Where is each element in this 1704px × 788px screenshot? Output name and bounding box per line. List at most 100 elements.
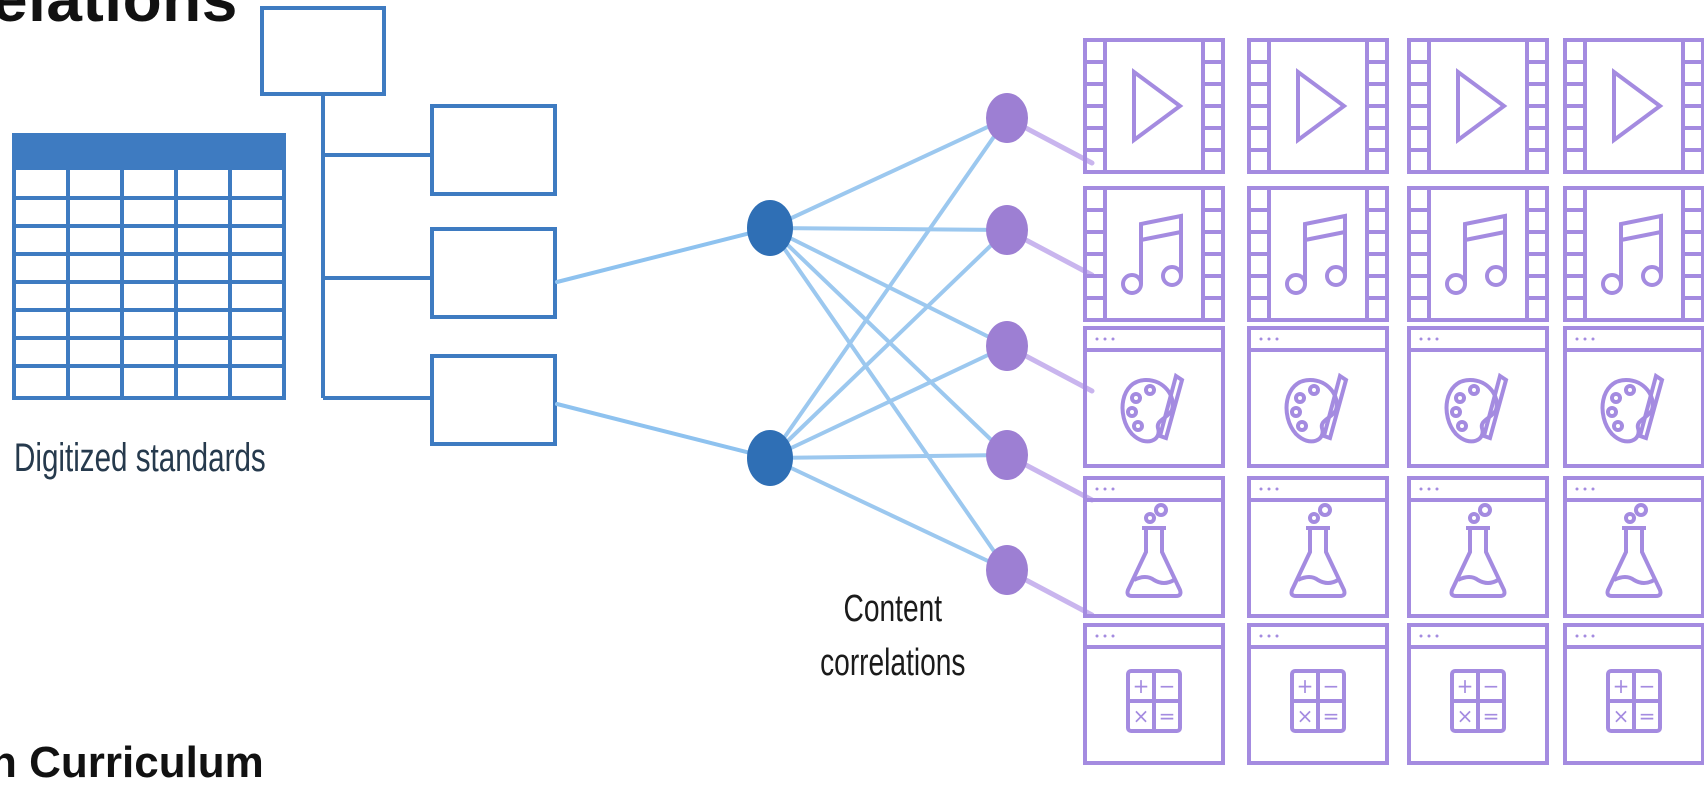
node-mesh-links [768,116,1009,572]
note-stem [1139,213,1183,284]
content-tile-art [1083,326,1225,468]
content-correlations-label: Content correlations [804,582,982,690]
window-dot [1259,634,1263,638]
paint-dot [1606,406,1618,418]
content-node [986,430,1028,480]
calculator-key: − [1323,674,1340,698]
music-note-icon [1601,213,1663,295]
content-tile-science [1247,476,1389,618]
window-dot [1591,487,1595,491]
link-line [768,453,1009,460]
window-dot [1275,487,1279,491]
curriculum-title-fragment: n Curriculum [0,738,264,787]
window-dot [1427,634,1431,638]
content-tile-math: +−×= [1407,623,1549,765]
calculator-key: − [1639,674,1656,698]
paint-dot [1126,406,1138,418]
bubble [1144,512,1156,524]
content-tile-math: +−×= [1563,623,1704,765]
calculator-icon: +−×= [1290,669,1346,733]
content-tile-art [1563,326,1704,468]
note-stem [1463,213,1507,284]
brush [1637,372,1665,441]
window-dot [1435,634,1439,638]
content-correlations-line-1: Content [843,588,943,630]
palette-outline [1120,377,1175,444]
content-tile-video [1247,38,1389,174]
bubble [1318,503,1332,517]
tree-root-box [260,6,386,96]
paint-dot [1454,392,1466,404]
tile-frame [1247,326,1389,468]
calculator-key: − [1159,674,1176,698]
window-dot [1419,634,1423,638]
content-tile-math: +−×= [1247,623,1389,765]
content-tile-video [1083,38,1225,174]
flask-icon [1449,503,1507,598]
calculator-key: × [1613,704,1630,728]
play-icon [1612,68,1664,144]
music-note-icon [1121,213,1183,295]
window-dot [1259,337,1263,341]
link-line [768,116,1009,460]
tile-frame [1407,476,1549,618]
flask-liquid [1297,575,1340,585]
flask-icon [1125,503,1183,598]
tree-child-box [430,354,557,446]
note-beam [1140,230,1182,242]
note-head [1325,265,1347,287]
calculator-key: − [1483,674,1500,698]
window-dot [1427,337,1431,341]
note-beam [1464,230,1506,242]
paint-dot [1308,384,1320,396]
standards-table [12,133,286,400]
window-dot [1111,487,1115,491]
flask-liquid [1613,575,1656,585]
link-line [768,226,1009,572]
note-head [1285,273,1307,295]
brush [1321,372,1349,441]
flask-body [1289,528,1347,598]
content-nodes [986,93,1028,595]
brush [1481,372,1509,441]
digitized-standards-label: Digitized standards [14,436,266,480]
palette-icon [1284,372,1349,444]
note-beam [1304,230,1346,242]
window-dot [1267,634,1271,638]
standards-node [747,200,793,256]
window-dot [1435,337,1439,341]
standards-node [747,430,793,486]
content-tile-science [1083,476,1225,618]
link-line [768,226,1009,232]
bubble [1624,512,1636,524]
content-node [986,321,1028,371]
link-line [768,456,1009,572]
flask-icon [1605,503,1663,598]
note-head [1121,273,1143,295]
window-dot [1575,634,1579,638]
flask-body [1449,528,1507,598]
tile-frame [1247,623,1389,765]
table-border [12,133,286,400]
node-to-content-links [1004,115,1095,618]
window-dot [1103,487,1107,491]
content-tile-audio [1563,186,1704,322]
calculator-key: × [1457,704,1474,728]
window-dot [1275,337,1279,341]
calculator-key: = [1639,704,1656,728]
window-dot [1103,337,1107,341]
content-tile-science [1407,476,1549,618]
content-node [986,205,1028,255]
content-correlations-line-2: correlations [820,642,966,684]
palette-icon [1600,372,1665,444]
paint-dot [1456,420,1468,432]
palette-outline [1284,377,1339,444]
note-head [1485,265,1507,287]
page-title-fragment: elations [0,0,238,36]
bubble [1308,512,1320,524]
play-icon [1132,68,1184,144]
content-tile-video [1563,38,1704,174]
note-stem [1619,213,1663,284]
link-line [555,402,772,460]
window-dot [1427,487,1431,491]
